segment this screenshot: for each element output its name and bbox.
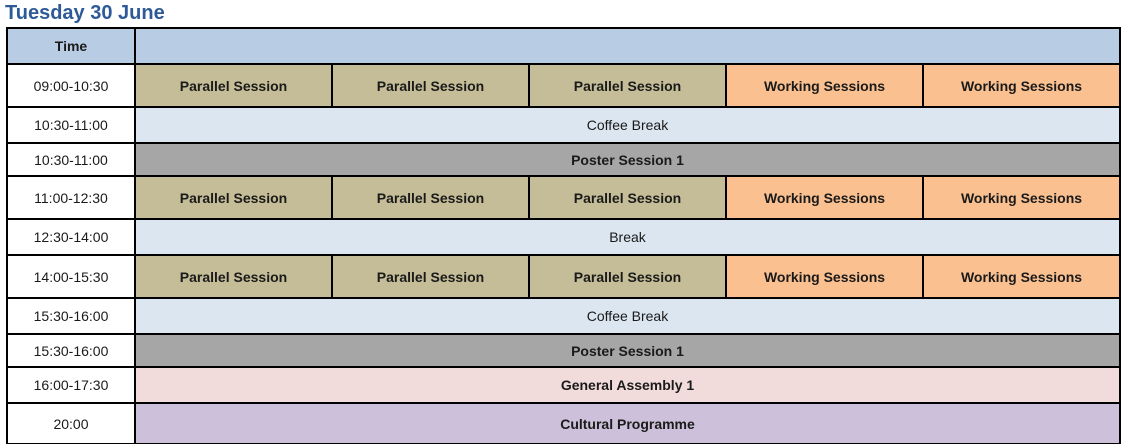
- break-full-cell: Coffee Break: [134, 297, 1121, 335]
- time-cell: 20:00: [6, 402, 136, 444]
- time-cell: 12:30-14:00: [6, 218, 136, 256]
- parallel-session-cell: Parallel Session: [528, 254, 727, 299]
- parallel-session-cell: Parallel Session: [528, 175, 727, 220]
- time-cell: 15:30-16:00: [6, 333, 136, 368]
- cultural-full-cell: Cultural Programme: [134, 402, 1121, 444]
- working-session-cell: Working Sessions: [922, 63, 1121, 108]
- header-row: Time: [6, 27, 1121, 65]
- parallel-session-cell: Parallel Session: [331, 63, 530, 108]
- working-session-cell: Working Sessions: [725, 63, 924, 108]
- working-session-cell: Working Sessions: [922, 254, 1121, 299]
- header-spacer-cell: [134, 27, 1121, 65]
- parallel-session-cell: Parallel Session: [134, 175, 333, 220]
- time-cell: 10:30-11:00: [6, 142, 136, 177]
- page-title: Tuesday 30 June: [5, 2, 165, 24]
- poster-full-cell: Poster Session 1: [134, 333, 1121, 368]
- time-cell: 14:00-15:30: [6, 254, 136, 299]
- time-cell: 10:30-11:00: [6, 106, 136, 144]
- break-full-cell: Break: [134, 218, 1121, 256]
- parallel-session-cell: Parallel Session: [134, 254, 333, 299]
- poster-full-cell: Poster Session 1: [134, 142, 1121, 177]
- break-full-cell: Coffee Break: [134, 106, 1121, 144]
- time-cell: 16:00-17:30: [6, 366, 136, 404]
- time-cell: 11:00-12:30: [6, 175, 136, 220]
- working-session-cell: Working Sessions: [725, 175, 924, 220]
- working-session-cell: Working Sessions: [922, 175, 1121, 220]
- working-session-cell: Working Sessions: [725, 254, 924, 299]
- parallel-session-cell: Parallel Session: [528, 63, 727, 108]
- time-cell: 15:30-16:00: [6, 297, 136, 335]
- parallel-session-cell: Parallel Session: [134, 63, 333, 108]
- time-column-header: Time: [6, 27, 136, 65]
- parallel-session-cell: Parallel Session: [331, 254, 530, 299]
- assembly-full-cell: General Assembly 1: [134, 366, 1121, 404]
- parallel-session-cell: Parallel Session: [331, 175, 530, 220]
- time-cell: 09:00-10:30: [6, 63, 136, 108]
